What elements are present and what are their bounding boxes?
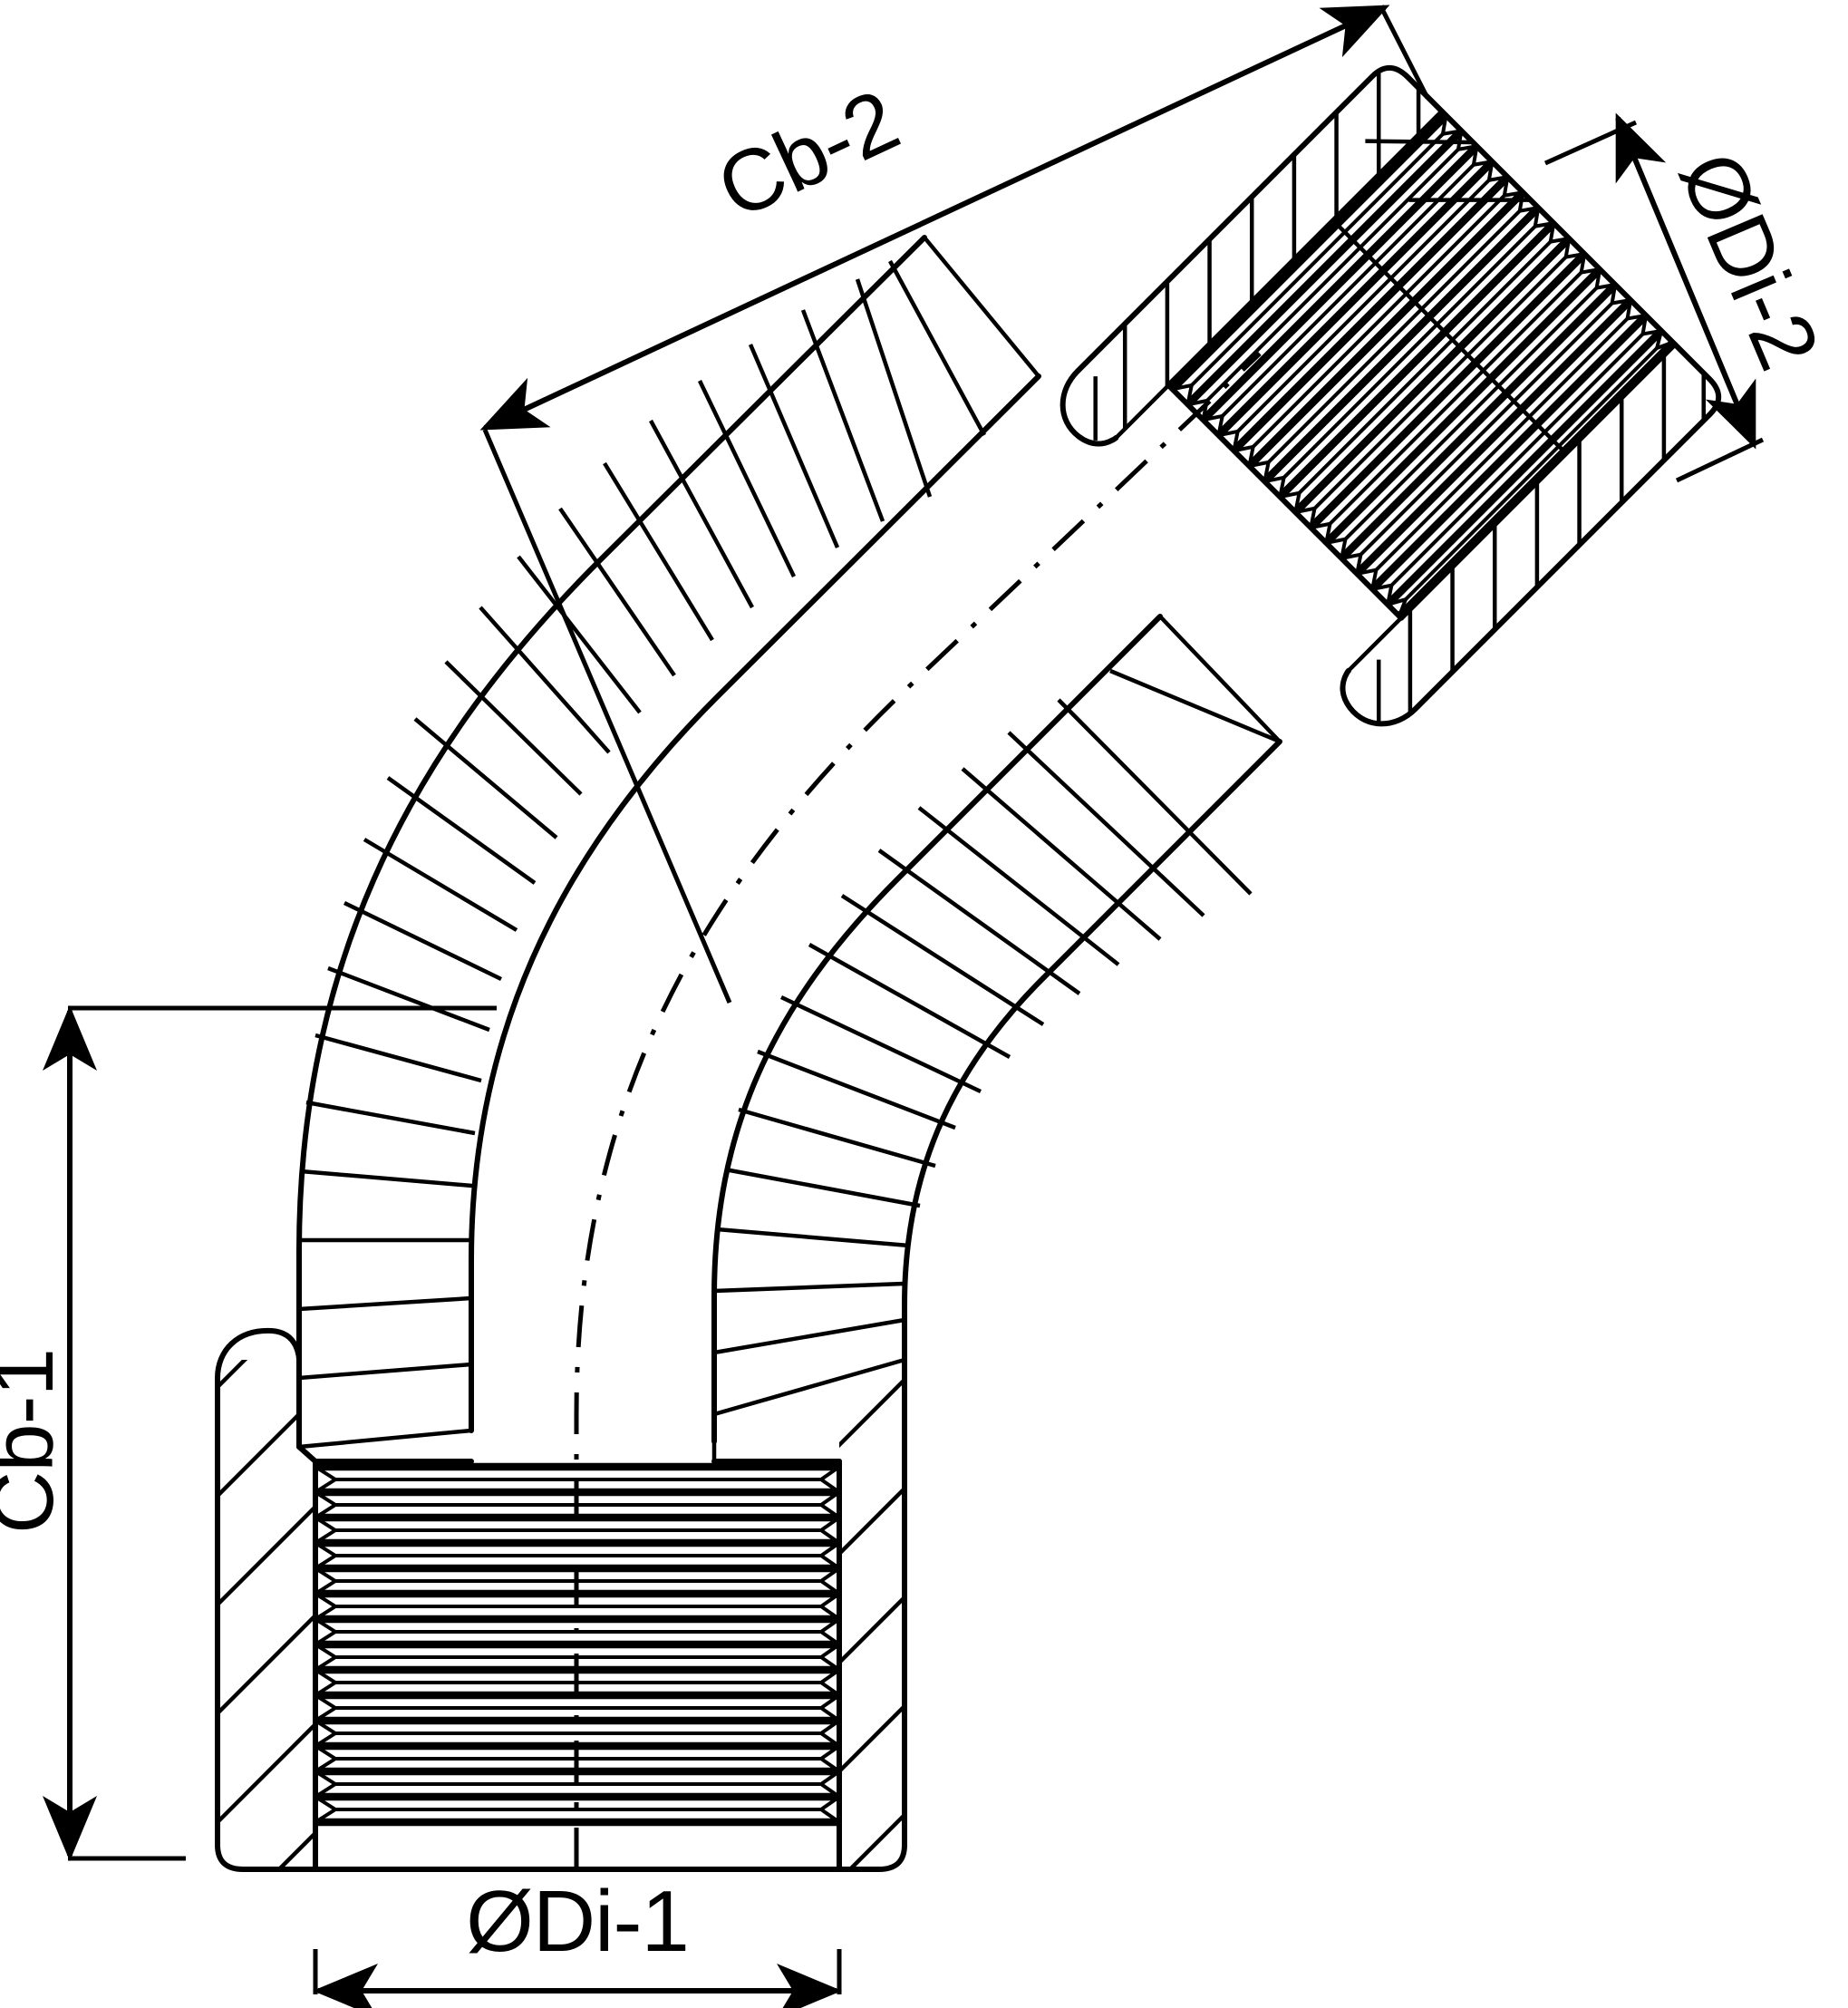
- dimension-cb-1: [43, 1005, 497, 1861]
- bore-centerline: [574, 352, 1262, 1869]
- lower-socket-left-hatch: [218, 1360, 315, 1869]
- dimension-di-1: [313, 1949, 842, 2008]
- cb-2-dimension-line: [479, 5, 1390, 431]
- di-2-dimension-line: [1615, 112, 1756, 450]
- lower-thread-crests-right: [818, 1465, 839, 1824]
- label-di-1: ØDi-1: [466, 1873, 689, 1970]
- lower-socket: [215, 1327, 907, 1872]
- cb-2-extension-line-start: [482, 429, 732, 1004]
- label-cb-1: Cb-1: [0, 1349, 72, 1534]
- elbow-outer-wall: [296, 235, 1041, 1450]
- lower-socket-threads: [315, 1462, 839, 1827]
- lower-thread-crests-left: [315, 1465, 339, 1824]
- elbow-inner-wall: [711, 614, 1282, 1444]
- dimension-cb-2: [479, 5, 1430, 1004]
- dimension-di-2: [1543, 112, 1765, 483]
- elbow-inner-hatch: [713, 615, 1282, 1417]
